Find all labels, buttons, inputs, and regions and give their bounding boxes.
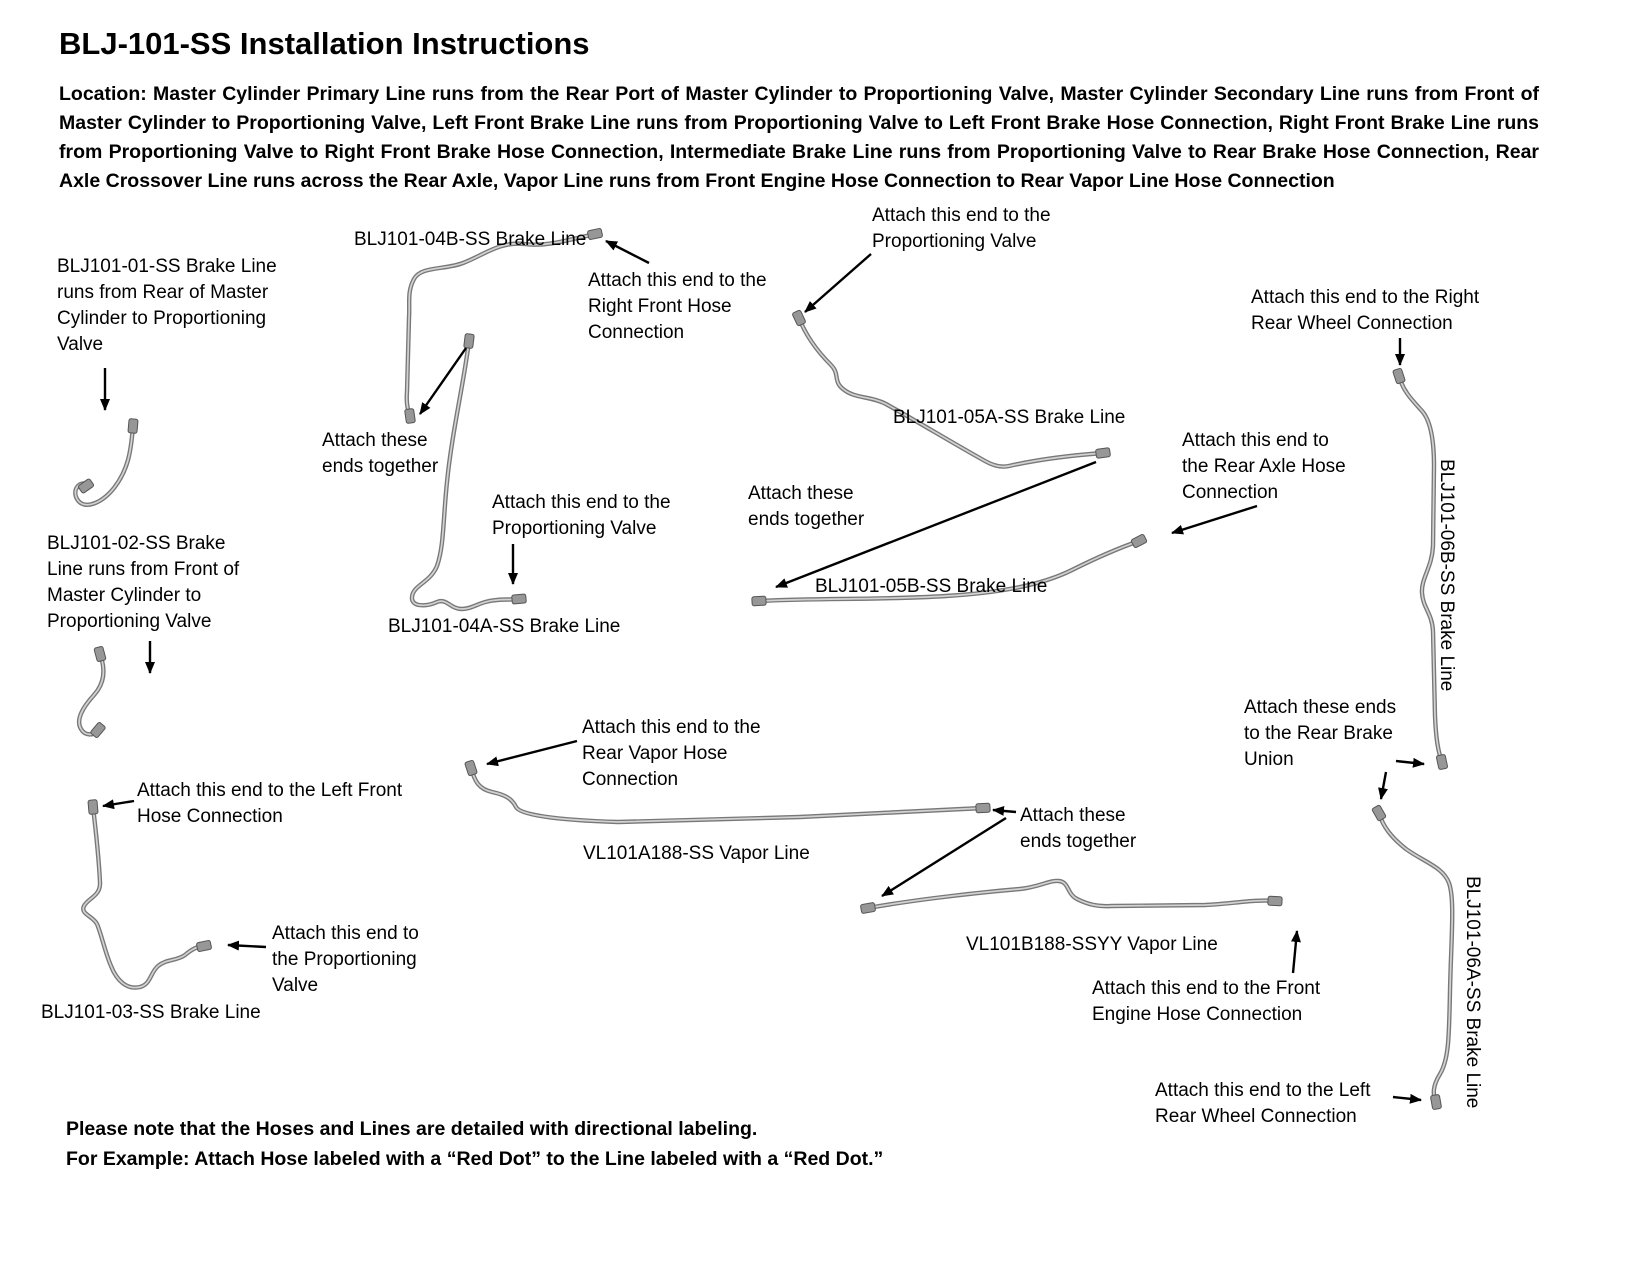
- tube-fitting: [1392, 367, 1406, 385]
- brake-line-06b-drawing: [1392, 367, 1448, 770]
- tube-fitting: [511, 593, 527, 605]
- tube-fitting: [404, 408, 416, 424]
- tube-fitting: [1267, 895, 1283, 907]
- tube-fitting: [90, 722, 106, 738]
- tube-fitting: [751, 595, 767, 607]
- part06b-label: BLJ101-06B-SS Brake Line: [1436, 459, 1457, 692]
- brake-line-04a-drawing: [412, 333, 527, 609]
- brake-line-05a-drawing: [792, 309, 1111, 467]
- brake-line-01-drawing: [75, 418, 139, 505]
- annotation-ends-together-04: Attach these ends together: [322, 430, 439, 477]
- annotation-rear-axle-hose: Attach this end to the Rear Axle Hose Co…: [1182, 430, 1346, 503]
- part06a-label: BLJ101-06A-SS Brake Line: [1462, 876, 1483, 1109]
- tube-fitting: [1436, 754, 1448, 770]
- annotation-prop-valve-04a: Attach this end to the Proportioning Val…: [492, 492, 671, 539]
- annotation-prop-valve-03: Attach this end to the Proportioning Val…: [272, 923, 419, 996]
- brake-line-06a-drawing: [1371, 804, 1453, 1110]
- arrow-prop-valve-03: [227, 940, 267, 951]
- vapor-line-a-label: VL101A188-SS Vapor Line: [583, 843, 810, 864]
- vapor-line-b-label: VL101B188-SSYY Vapor Line: [966, 934, 1218, 955]
- arrow-rear-union-right: [1395, 757, 1425, 768]
- annotation-right-front-hose: Attach this end to the Right Front Hose …: [588, 270, 767, 343]
- annotation-ends-together-vl: Attach these ends together: [1020, 805, 1137, 852]
- callout-arrows: [100, 239, 1425, 1104]
- page-title: BLJ-101-SS Installation Instructions: [59, 26, 590, 61]
- footer-note-line1: Please note that the Hoses and Lines are…: [66, 1118, 758, 1140]
- arrow-rear-union-down: [1378, 771, 1388, 800]
- tube-fitting: [87, 799, 99, 815]
- arrow-rear-axle-hose: [1171, 504, 1258, 535]
- part03-label: BLJ101-03-SS Brake Line: [41, 1002, 261, 1023]
- tube-fitting: [860, 902, 876, 914]
- annotation-rear-brake-union: Attach these ends to the Rear Brake Unio…: [1244, 697, 1397, 770]
- arrow-right-front-hose: [605, 239, 650, 265]
- part02-description: BLJ101-02-SS Brake Line runs from Front …: [47, 533, 240, 632]
- tube-fitting: [93, 646, 107, 662]
- footer-note-line2: For Example: Attach Hose labeled with a …: [66, 1148, 884, 1170]
- location-paragraph: Location: Master Cylinder Primary Line r…: [59, 83, 1539, 192]
- vapor-line-b-drawing: [860, 881, 1283, 914]
- annotation-left-front-hose: Attach this end to the Left Front Hose C…: [137, 780, 403, 827]
- arrow-ends-together-05: [775, 460, 1097, 589]
- tube-fitting: [1430, 1094, 1442, 1110]
- vapor-line-a-drawing: [464, 759, 991, 822]
- annotation-front-engine-hose: Attach this end to the Front Engine Hose…: [1092, 978, 1321, 1025]
- arrow-prop-valve-05a: [804, 253, 872, 313]
- part05a-label: BLJ101-05A-SS Brake Line: [893, 407, 1126, 428]
- tube-fitting: [1095, 447, 1111, 459]
- arrow-ends-together-04: [419, 347, 467, 415]
- tube-fitting: [196, 940, 212, 952]
- annotation-ends-together-05: Attach these ends together: [748, 483, 865, 530]
- annotation-rear-vapor-hose: Attach this end to the Rear Vapor Hose C…: [582, 717, 761, 790]
- arrow-front-engine-hose: [1290, 930, 1301, 974]
- part01-description: BLJ101-01-SS Brake Line runs from Rear o…: [57, 256, 277, 355]
- brake-line-03-drawing: [83, 799, 212, 988]
- brake-line-05b-drawing: [751, 534, 1148, 607]
- annotation-right-rear-wheel: Attach this end to the Right Rear Wheel …: [1251, 287, 1480, 334]
- tube-fitting: [1130, 534, 1148, 548]
- annotation-left-rear-wheel: Attach this end to the Left Rear Wheel C…: [1155, 1080, 1371, 1127]
- arrow-left-front-hose: [102, 799, 135, 810]
- part05b-label: BLJ101-05B-SS Brake Line: [815, 576, 1048, 597]
- arrow-left-rear-wheel: [1392, 1093, 1422, 1104]
- annotation-prop-valve-05a: Attach this end to the Proportioning Val…: [872, 205, 1051, 252]
- arrow-ends-together-vl-b: [881, 816, 1007, 898]
- tube-fitting: [127, 418, 139, 434]
- tube-fitting: [463, 333, 475, 349]
- tube-fitting: [792, 309, 806, 327]
- tube-fitting: [464, 759, 478, 777]
- brake-line-04b-drawing: [404, 228, 603, 424]
- tube-fitting: [1371, 804, 1387, 822]
- tube-fitting: [975, 802, 991, 814]
- tube-fitting: [587, 228, 603, 240]
- tube-fitting: [77, 478, 95, 494]
- brake-line-02-drawing: [79, 646, 107, 738]
- part04b-label: BLJ101-04B-SS Brake Line: [354, 229, 587, 250]
- part04a-label: BLJ101-04A-SS Brake Line: [388, 616, 621, 637]
- arrow-rear-vapor-hose: [486, 739, 578, 767]
- arrow-ends-together-vl-a: [992, 805, 1017, 816]
